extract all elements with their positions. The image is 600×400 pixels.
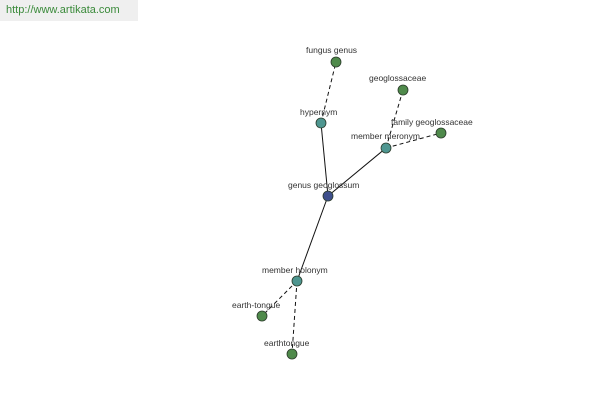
node-holonym[interactable] [291, 275, 303, 287]
node-earthtongue[interactable] [286, 348, 298, 360]
node-label-meronym[interactable]: member meronym [351, 131, 420, 141]
labels-layer: genus geoglossum hypernym member meronym me… [232, 45, 473, 348]
edge-meronym-family [385, 132, 442, 149]
node-geoglossaceae[interactable] [397, 84, 409, 96]
node-label-holonym[interactable]: member holonym [262, 265, 328, 275]
edge-holonym-earthtongue [291, 280, 298, 355]
site-url-link[interactable]: http://www.artikata.com [6, 4, 120, 16]
node-family[interactable] [435, 127, 447, 139]
edge-center-holonym [296, 195, 329, 282]
node-hypernym[interactable] [315, 117, 327, 129]
node-label-family[interactable]: family geoglossaceae [391, 117, 473, 127]
node-label-earthtongue[interactable]: earthtongue [264, 338, 310, 348]
node-meronym[interactable] [380, 142, 392, 154]
node-label-fungus[interactable]: fungus genus [306, 45, 357, 55]
node-label-center[interactable]: genus geoglossum [288, 180, 359, 190]
node-center[interactable] [322, 190, 334, 202]
nodes-layer [256, 56, 447, 360]
edges-layer [261, 61, 442, 355]
edge-hypernym-fungus [320, 61, 337, 124]
node-label-earthtongue_hyph[interactable]: earth-tongue [232, 300, 280, 310]
node-label-hypernym[interactable]: hypernym [300, 107, 337, 117]
edge-center-hypernym [320, 122, 329, 197]
node-earthtongue_hyph[interactable] [256, 310, 268, 322]
node-fungus[interactable] [330, 56, 342, 68]
site-banner: http://www.artikata.com [0, 0, 138, 21]
node-label-geoglossaceae[interactable]: geoglossaceae [369, 73, 426, 83]
edge-meronym-geoglossaceae [385, 89, 404, 149]
edge-center-meronym [327, 147, 387, 197]
edge-holonym-earthtongue_hyph [261, 280, 298, 317]
